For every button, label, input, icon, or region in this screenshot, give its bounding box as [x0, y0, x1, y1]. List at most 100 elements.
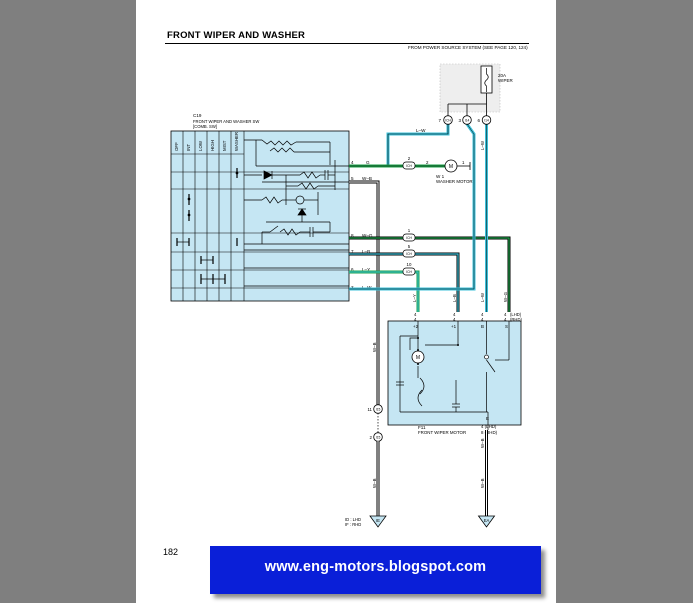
lower-junction-11: I15 11 [367, 404, 383, 414]
svg-text:ICH: ICH [445, 119, 451, 123]
wiper-motor-internal [396, 321, 510, 430]
wire-label-right-1: L–W [480, 140, 485, 150]
position-washer: WASHER [234, 132, 239, 151]
svg-text:4: 4 [481, 312, 484, 317]
switch-code: C19 [193, 113, 202, 118]
svg-text:11: 11 [367, 407, 372, 412]
side-junction-5: ICH 5 [402, 244, 416, 258]
wiper-motor-node-1 [417, 337, 419, 339]
wire-label-g: G [366, 160, 370, 165]
position-high: HIGH [210, 140, 215, 151]
wiper-motor-name: FRONT WIPER MOTOR [418, 430, 466, 435]
svg-text:4: 4 [414, 317, 417, 322]
page-number: 182 [163, 547, 179, 557]
vlabel-l-y: L–Y [412, 294, 417, 302]
switch-position-headers: OFF INT LOW HIGH MIST WASHER [174, 132, 239, 151]
side-junction-2: ICH 2 [402, 156, 416, 170]
svg-text:4: 4 [504, 317, 507, 322]
switch-box [170, 130, 350, 302]
svg-text:ICH: ICH [406, 270, 412, 274]
switch-pin-4: 4 [351, 160, 354, 165]
ground-left-note-1: ID : LHD [345, 517, 361, 522]
switch-pin-8: 8 [351, 233, 354, 238]
svg-text:I14: I14 [465, 119, 470, 123]
svg-text:4: 4 [453, 312, 456, 317]
vlabel-l-b: L–B [452, 294, 457, 302]
vlabel-w-g: W–G [503, 291, 508, 302]
wire-label-w-b-right-upper: W–B [480, 438, 485, 448]
side-junctions: ICH 2 ICH 1 ICH 5 ICH 10 [402, 156, 416, 276]
svg-text:6: 6 [477, 118, 480, 123]
switch-internal-circuit [244, 139, 349, 287]
top-junction-2: I14 3 [458, 115, 472, 125]
lower-junction-2: I15 2 [370, 432, 383, 442]
wire-label-w-g: W–G [362, 233, 373, 238]
svg-text:5: 5 [408, 244, 411, 249]
svg-text:4: 4 [504, 312, 507, 317]
top-junctions: ICH 7 I14 3 I14 6 [438, 115, 492, 125]
switch-pin-5: 5 [351, 176, 354, 181]
wiper-motor-symbol: M [416, 355, 420, 361]
svg-text:ICH: ICH [406, 164, 412, 168]
watermark-banner: www.eng-motors.blogspot.com [210, 546, 541, 594]
svg-text:+1: +1 [451, 324, 457, 329]
wire-l-y [349, 270, 420, 312]
svg-text:S: S [505, 324, 508, 329]
wiper-motor-e: E [486, 416, 489, 421]
switch-grid [171, 131, 349, 301]
wiper-motor-code: F11 [418, 425, 426, 430]
wiper-motor-box [387, 320, 522, 426]
wire-label-w-b-upper: W–B [372, 342, 377, 352]
switch-subname: [COMB. SW] [193, 124, 217, 129]
fuse-label-2: WIPER [498, 78, 514, 83]
wire-label-l-b: L–B [362, 249, 370, 254]
svg-text:I14: I14 [484, 119, 489, 123]
svg-text:2: 2 [370, 435, 373, 440]
wire-label-l-y: L–Y [362, 267, 370, 272]
title-rule [165, 43, 529, 44]
wiper-motor-node-2 [457, 344, 459, 346]
svg-text:IE: IE [376, 518, 380, 523]
fuse-element [484, 68, 489, 92]
ground-right: EA [477, 515, 496, 528]
washer-pin-in: 2 [426, 160, 429, 165]
svg-text:4: 4 [481, 317, 484, 322]
switch-pin-6: 6 [351, 267, 354, 272]
top-junction-3: I14 6 [477, 115, 492, 125]
switch-name: FRONT WIPER AND WASHER SW [193, 119, 259, 124]
position-off: OFF [174, 142, 179, 151]
washer-pin-out: 1 [462, 160, 465, 165]
switch-pin-7: 7 [351, 249, 354, 254]
vertical-wire-labels: L–Y L–B L–W W–G [412, 291, 508, 302]
power-source-note: FROM POWER SOURCE SYSTEM (SEE PAGE 120, … [408, 45, 528, 50]
washer-motor: M 2 1 W 1 WASHER MOTOR [426, 159, 473, 184]
wire-label-w-b-right: W–B [480, 478, 485, 488]
svg-text:3: 3 [458, 118, 461, 123]
wire-label-washer-top: L–W [416, 128, 426, 133]
watermark-text: www.eng-motors.blogspot.com [264, 559, 487, 575]
wire-l-b [349, 252, 460, 312]
wire-label-w-b: W–B [362, 176, 372, 181]
wiper-motor-bottom-pin-rhd: 8 (RHD) [481, 430, 498, 435]
svg-text:I15: I15 [376, 436, 381, 440]
svg-text:10: 10 [407, 262, 412, 267]
side-junction-1: ICH 1 [402, 228, 416, 242]
svg-text:4: 4 [453, 317, 456, 322]
svg-text:+2: +2 [413, 324, 419, 329]
ground-left: IE ID : LHD IF : RHD [345, 515, 387, 528]
svg-text:B: B [481, 324, 484, 329]
position-low: LOW [198, 140, 203, 151]
washer-motor-code: W 1 [436, 174, 445, 179]
position-mist: MIST [222, 140, 227, 151]
svg-text:ICH: ICH [406, 236, 412, 240]
side-junction-10: ICH 10 [402, 262, 416, 276]
washer-motor-name: WASHER MOTOR [436, 179, 473, 184]
wiper-motor-bottom-pin-lhd: 4 (LHD) [481, 424, 497, 429]
switch-contact-links [177, 171, 239, 280]
svg-text:I15: I15 [376, 408, 381, 412]
wiper-motor-armature: M [411, 349, 425, 365]
svg-text:4: 4 [414, 312, 417, 317]
top-junction-1: ICH 7 [438, 115, 453, 125]
svg-text:ICH: ICH [406, 252, 412, 256]
wire-l-w-feed [349, 123, 476, 291]
